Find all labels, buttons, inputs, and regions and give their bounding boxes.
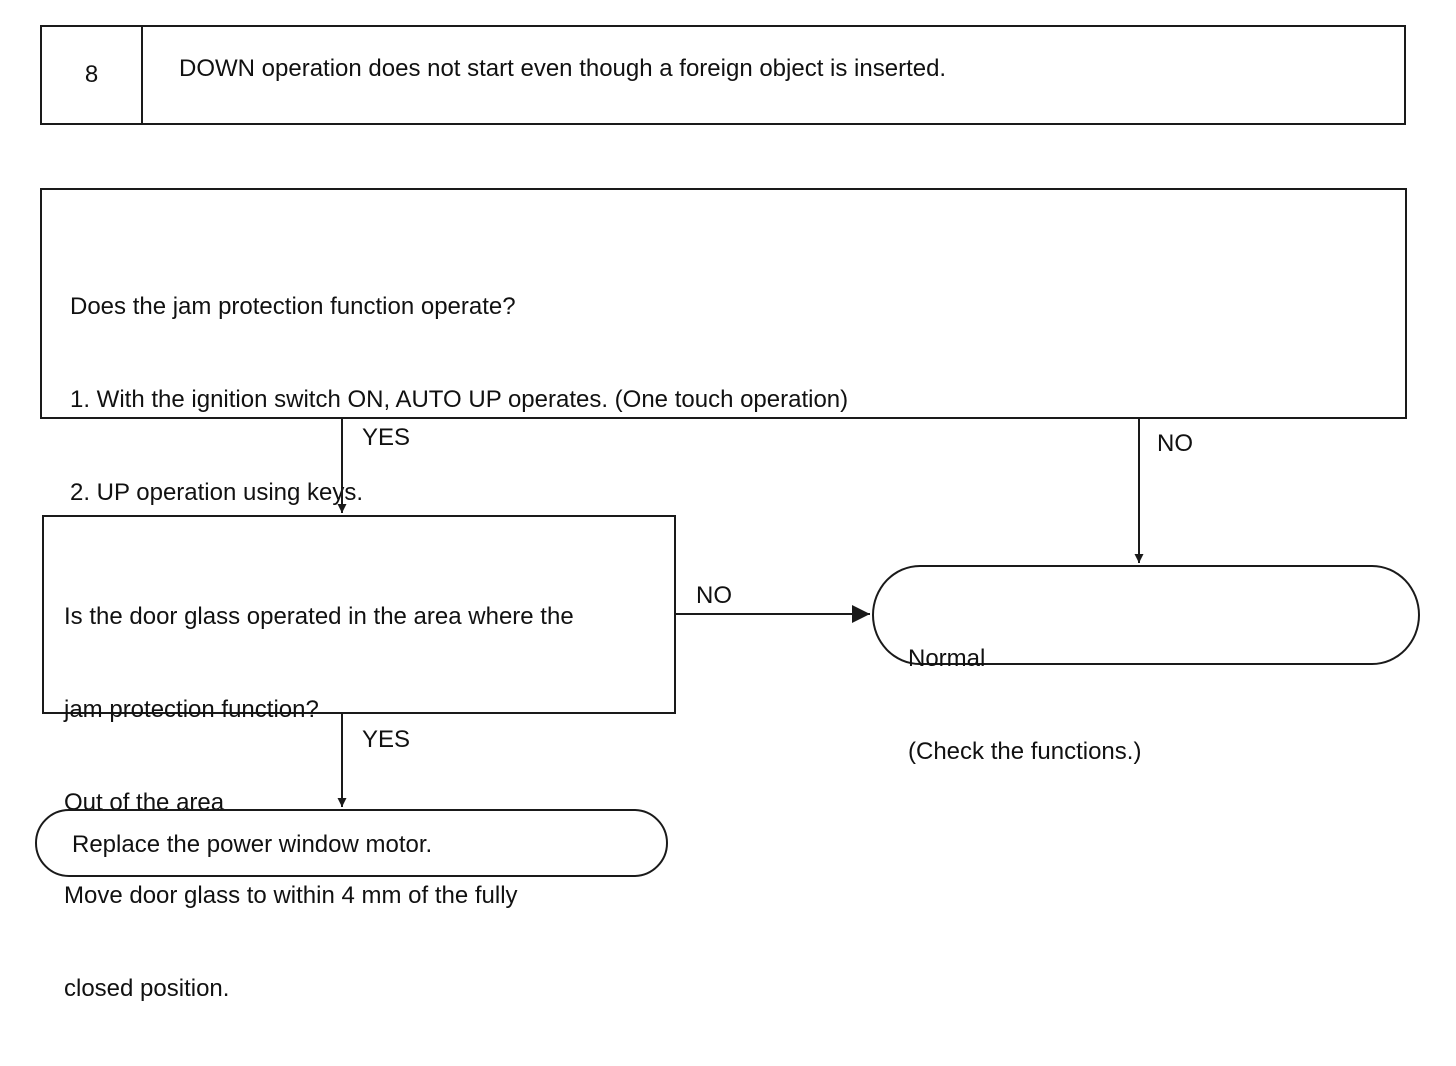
step-title: DOWN operation does not start even thoug… — [179, 55, 947, 82]
result-line: Normal — [908, 645, 986, 672]
label-q1-no: NO — [1157, 430, 1193, 457]
header-box: 8 DOWN operation does not start even tho… — [40, 25, 1406, 125]
decision-line: 1. With the ignition switch ON, AUTO UP … — [70, 386, 849, 413]
result-text: Replace the power window motor. — [72, 831, 433, 858]
flow-connectors — [337, 419, 1144, 807]
label-q2-no: NO — [696, 582, 732, 609]
result-text: Normal (Check the functions.) — [908, 581, 1141, 829]
label-q2-yes: YES — [362, 726, 411, 753]
result-line: (Check the functions.) — [908, 738, 1142, 765]
decision-line: 2. UP operation using keys. — [70, 479, 364, 506]
decision-line: Is the door glass operated in the area w… — [64, 603, 574, 630]
step-number: 8 — [84, 61, 99, 88]
decision-line: Does the jam protection function operate… — [70, 293, 516, 320]
label-q1-yes: YES — [362, 424, 411, 451]
decision-line: jam protection function? — [64, 696, 319, 723]
decision-line: Move door glass to within 4 mm of the fu… — [64, 882, 518, 909]
decision-line: closed position. — [64, 975, 230, 1002]
result-terminal-normal: Normal (Check the functions.) — [872, 565, 1420, 765]
header-divider — [141, 27, 143, 123]
result-terminal-replace-motor: Replace the power window motor. — [35, 809, 668, 877]
